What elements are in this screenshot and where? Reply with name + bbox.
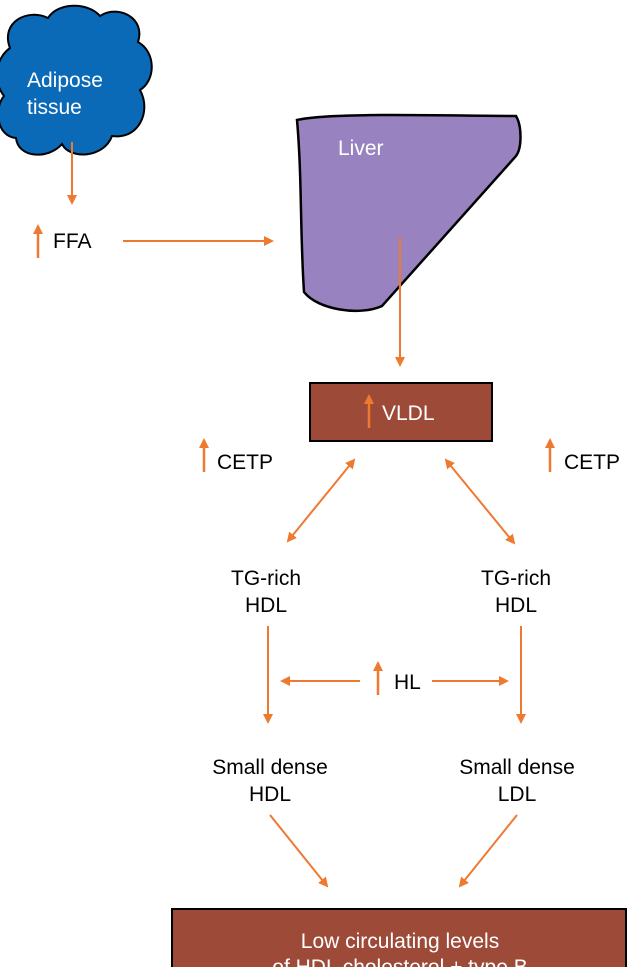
cetp-left-label: CETP xyxy=(217,451,273,474)
outcome-line1: Low circulating levels xyxy=(301,930,499,953)
cetp-right-label: CETP xyxy=(564,451,620,474)
ffa-node: FFA xyxy=(33,224,92,258)
sd-ldl-line1: Small dense xyxy=(459,756,575,779)
sd-hdl-line2: HDL xyxy=(249,783,291,806)
liver-label: Liver xyxy=(338,137,384,160)
liver-shape xyxy=(295,113,522,313)
tg-hdl-right-line1: TG-rich xyxy=(481,567,551,590)
adipose-tissue-node: Adipose tissue xyxy=(0,4,153,156)
tg-rich-hdl-left-node: TG-rich HDL xyxy=(231,567,301,617)
ffa-label: FFA xyxy=(53,230,92,253)
cetp-left-node: CETP xyxy=(199,438,273,474)
arrow-sd-ldl-to-outcome xyxy=(458,814,518,888)
outcome-box xyxy=(171,908,627,967)
tg-rich-hdl-right-node: TG-rich HDL xyxy=(481,567,551,617)
hl-node: HL xyxy=(280,661,509,695)
outcome-node: Low circulating levels of HDL cholestero… xyxy=(171,908,627,967)
tg-hdl-left-line1: TG-rich xyxy=(231,567,301,590)
small-dense-ldl-node: Small dense LDL xyxy=(459,756,575,806)
sd-ldl-line2: LDL xyxy=(498,783,537,806)
vldl-box xyxy=(309,382,493,442)
arrow-vldl-tg-hdl-right xyxy=(444,458,516,545)
outcome-line2: of HDL cholesterol + type B xyxy=(272,956,527,967)
hl-label: HL xyxy=(394,671,421,694)
adipose-label-line2: tissue xyxy=(27,96,82,119)
vldl-node: VLDL xyxy=(309,382,493,442)
arrow-vldl-tg-hdl-left xyxy=(286,458,356,543)
sd-hdl-line1: Small dense xyxy=(212,756,328,779)
small-dense-hdl-node: Small dense HDL xyxy=(212,756,328,806)
tg-hdl-left-line2: HDL xyxy=(245,594,287,617)
liver-node: Liver xyxy=(295,113,522,313)
cetp-right-node: CETP xyxy=(545,438,620,474)
vldl-label: VLDL xyxy=(382,402,435,425)
adipose-cloud-shape xyxy=(0,4,153,156)
arrow-sd-hdl-to-outcome xyxy=(269,814,329,888)
adipose-label-line1: Adipose xyxy=(27,69,103,92)
tg-hdl-right-line2: HDL xyxy=(495,594,537,617)
